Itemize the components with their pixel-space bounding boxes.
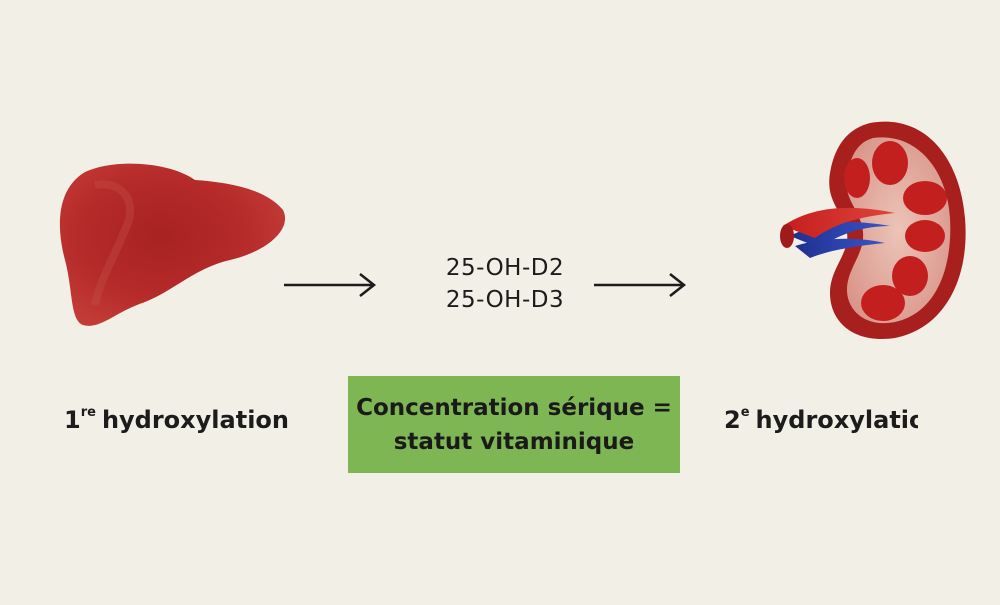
serum-concentration-box: Concentration sérique = statut vitaminiq… — [348, 376, 680, 473]
liver-icon — [59, 163, 286, 326]
step-text: hydroxylation — [101, 406, 289, 434]
second-hydroxylation-label: 2e hydroxylatio — [724, 406, 918, 434]
step-number: 2 — [724, 406, 741, 434]
arrow-icon — [284, 273, 377, 297]
step-suffix: re — [80, 405, 96, 420]
step-text: hydroxylatio — [755, 406, 918, 434]
first-hydroxylation-label: 1re hydroxylation — [64, 405, 289, 434]
arrow-icon — [594, 273, 687, 297]
step-number: 1 — [64, 406, 81, 434]
metabolite-d3-text: 25-OH-D — [445, 287, 549, 313]
metabolites-label: 25-OH-D2 25-OH-D3 — [380, 252, 630, 316]
status-box-line-2: statut vitaminique — [393, 428, 635, 455]
kidney-icon — [780, 121, 966, 340]
status-box-line-1: Concentration sérique = — [356, 394, 672, 421]
step-suffix: e — [740, 406, 750, 420]
metabolite-d2-sub: 2 — [548, 255, 565, 281]
metabolite-d3-sub: 3 — [548, 287, 565, 313]
metabolite-d3: 25-OH-D3 — [380, 284, 630, 316]
metabolite-d2-text: 25-OH-D — [445, 255, 549, 281]
metabolite-d2: 25-OH-D2 — [380, 252, 630, 284]
